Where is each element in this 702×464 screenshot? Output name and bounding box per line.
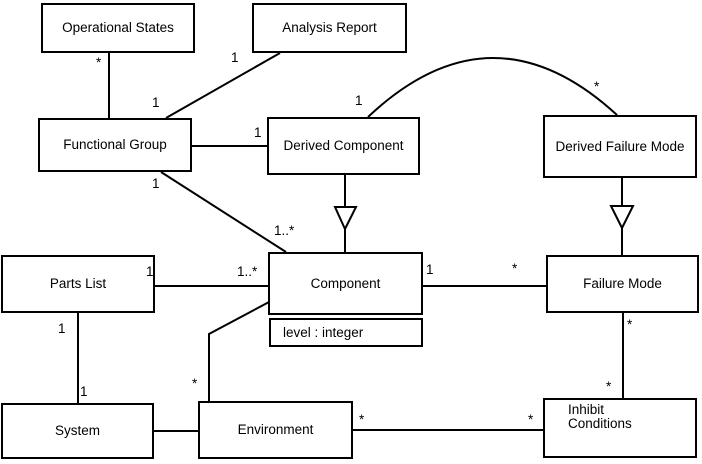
- multiplicity-derived-component-end-fg: 1: [254, 125, 262, 140]
- class-name-inhibit-conditions: Inhibit Conditions: [568, 402, 632, 431]
- assoc-derived-component-derived-failure-mode-arc: [367, 57, 618, 118]
- class-box-parts-list[interactable]: Parts List: [1, 255, 155, 313]
- multiplicity-parts-list-end-system: 1: [58, 321, 66, 336]
- multiplicity-component-end-fg: 1..*: [274, 223, 295, 238]
- hollow-triangle-arrowhead: [609, 205, 635, 231]
- multiplicity-failure-mode-end-comp: *: [512, 261, 518, 276]
- multiplicity-inhibit-end-environment: *: [528, 412, 534, 427]
- multiplicity-derived-component-end-arc: 1: [355, 93, 363, 108]
- class-box-environment[interactable]: Environment: [198, 401, 353, 459]
- multiplicity-failure-mode-end-inhibit: *: [627, 317, 633, 332]
- class-box-derived-component[interactable]: Derived Component: [267, 117, 420, 175]
- class-box-analysis-report[interactable]: Analysis Report: [252, 3, 407, 53]
- hollow-triangle-arrowhead: [333, 206, 358, 232]
- multiplicity-environment-end-comp: *: [192, 376, 198, 391]
- class-box-operational-states[interactable]: Operational States: [41, 3, 195, 53]
- class-box-derived-failure-mode[interactable]: Derived Failure Mode: [543, 115, 697, 178]
- class-box-system[interactable]: System: [1, 403, 154, 459]
- class-name-derived-component: Derived Component: [283, 138, 404, 153]
- generalization-derived-failure-mode-to-failure-mode: [609, 178, 635, 255]
- multiplicity-system-end-parts-list: 1: [80, 384, 88, 399]
- multiplicity-analysis-report-end: 1: [231, 50, 239, 65]
- multiplicity-parts-list-end-comp: 1: [146, 264, 154, 279]
- class-name-derived-failure-mode: Derived Failure Mode: [555, 138, 685, 154]
- multiplicity-component-end-fm: 1: [426, 262, 434, 277]
- class-box-functional-group[interactable]: Functional Group: [38, 118, 192, 172]
- multiplicity-component-end-parts-list: 1..*: [237, 264, 258, 279]
- multiplicity-functional-group-end-report: 1: [152, 95, 160, 110]
- assoc-functional-group-component: [160, 171, 287, 253]
- multiplicity-operational-states-end: *: [96, 55, 102, 70]
- multiplicity-inhibit-end-failure-mode: *: [606, 379, 612, 394]
- class-box-component[interactable]: Component: [268, 252, 423, 315]
- class-name-operational-states: Operational States: [62, 20, 174, 35]
- class-name-environment: Environment: [237, 422, 314, 437]
- generalization-derived-component-to-component: [333, 175, 358, 252]
- class-box-failure-mode[interactable]: Failure Mode: [546, 255, 699, 313]
- multiplicity-derived-failure-mode-end-arc: *: [594, 79, 600, 94]
- class-attributes-component[interactable]: level : integer: [269, 318, 423, 347]
- assoc-analysis-report-functional-group: [165, 52, 281, 119]
- class-name-failure-mode: Failure Mode: [583, 276, 662, 291]
- class-name-analysis-report: Analysis Report: [282, 20, 377, 35]
- class-name-functional-group: Functional Group: [63, 137, 167, 152]
- assoc-environment-component: [208, 301, 270, 401]
- multiplicity-environment-end-inhibit: *: [359, 412, 365, 427]
- class-name-component: Component: [310, 275, 381, 291]
- class-name-parts-list: Parts List: [49, 276, 107, 291]
- attribute-level-integer: level : integer: [283, 324, 364, 340]
- multiplicity-functional-group-end-comp: 1: [152, 176, 160, 191]
- class-box-inhibit-conditions[interactable]: Inhibit Conditions: [543, 398, 697, 458]
- class-name-system: System: [54, 423, 100, 438]
